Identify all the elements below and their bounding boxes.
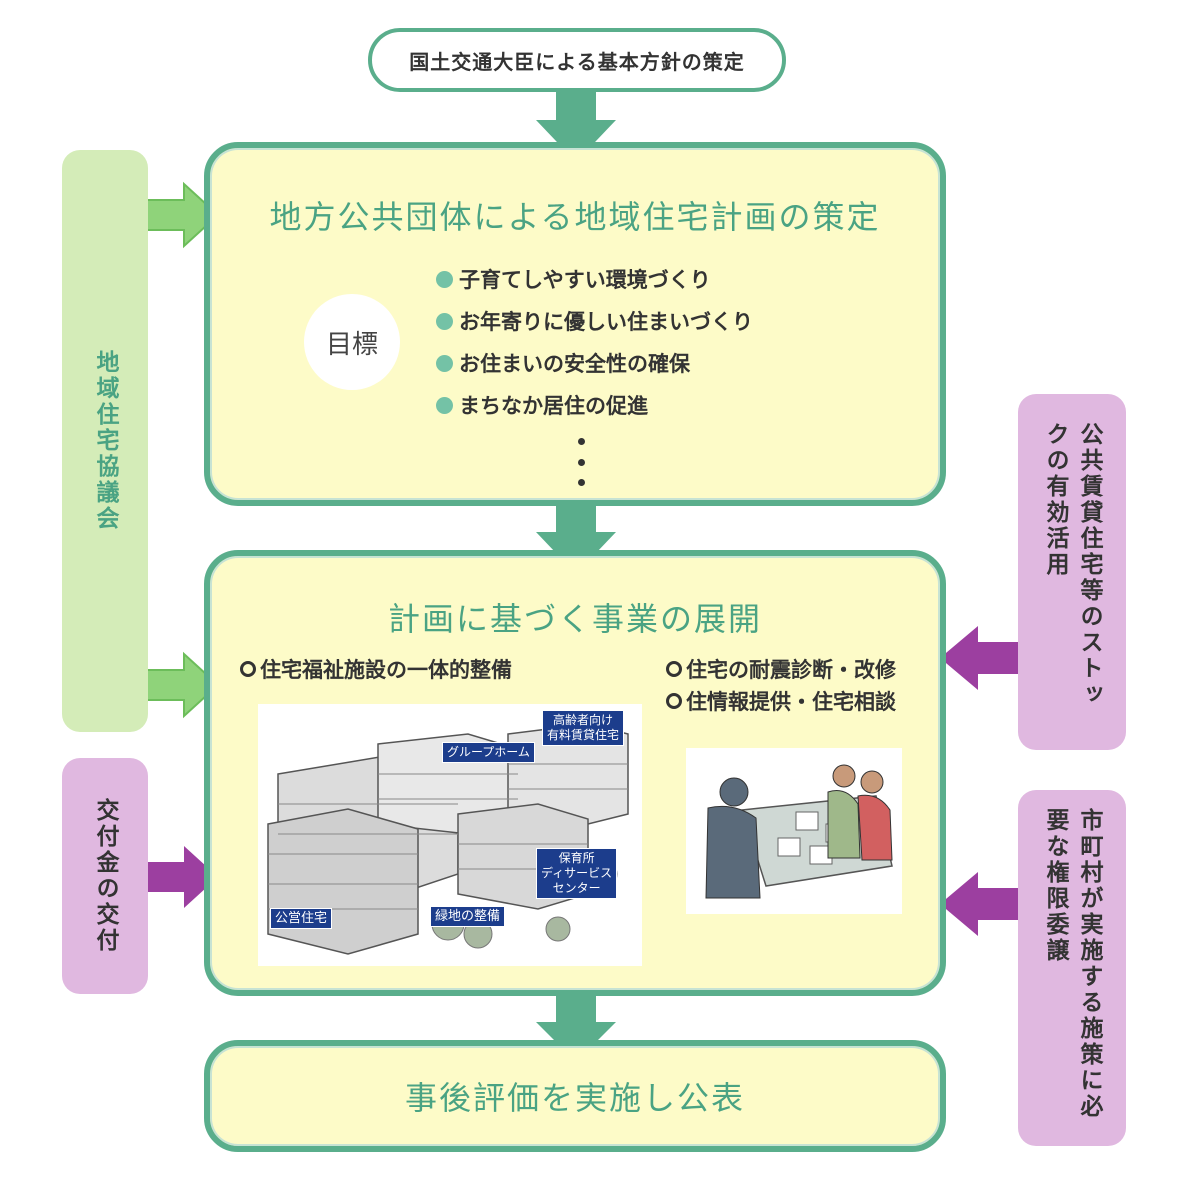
arrow-left-stock	[940, 626, 1018, 690]
delegation-label: 市町村が実施する施策に必要な権限委譲	[1042, 808, 1102, 1120]
bullet-dot-icon	[436, 396, 453, 414]
consultation-illustration	[686, 748, 902, 914]
circle-bullet-icon	[666, 693, 682, 709]
circle-bullet-icon	[666, 661, 682, 677]
arrow-down-top	[536, 92, 616, 162]
tag-green-space: 緑地の整備	[430, 906, 506, 927]
goal-label: 目標	[325, 329, 378, 360]
goal-item: まちなか居住の促進	[436, 384, 856, 426]
arrow-right-council-projects	[145, 651, 220, 719]
goal-item: 子育てしやすい環境づくり	[436, 258, 856, 300]
goal-list: 子育てしやすい環境づくり お年寄りに優しい住まいづくり お住まいの安全性の確保 …	[436, 258, 856, 426]
basic-policy-label: 国土交通大臣による基本方針の策定	[409, 49, 745, 74]
project-item-seismic: 住宅の耐震診断・改修	[666, 654, 896, 684]
circle-bullet-icon	[240, 661, 256, 677]
housing-complex-illustration: 高齢者向け 有料賃貸住宅 グループホーム 保育所 ディサービス センター 公営住…	[258, 704, 642, 966]
arrow-right-grant	[146, 846, 218, 908]
evaluation-title: 事後評価を実施し公表	[404, 1079, 745, 1117]
council-label: 地域住宅協議会	[92, 350, 118, 532]
delegation-side-box: 市町村が実施する施策に必要な権限委譲	[1018, 790, 1126, 1146]
grant-side-box: 交付金の交付	[62, 758, 148, 994]
consultation-image	[705, 764, 893, 899]
bullet-dot-icon	[436, 270, 453, 288]
bullet-dot-icon	[436, 354, 453, 372]
arrow-down-middle	[536, 506, 616, 574]
stock-side-box: 公共賃貸住宅等のストックの有効活用	[1018, 394, 1126, 750]
project-item-info: 住情報提供・住宅相談	[666, 686, 896, 716]
tag-group-home: グループホーム	[442, 742, 535, 763]
arrow-down-bottom	[536, 996, 616, 1062]
grant-label: 交付金の交付	[92, 798, 118, 954]
arrow-right-council-plan	[145, 181, 220, 249]
goal-item: お年寄りに優しい住まいづくり	[436, 300, 856, 342]
evaluation-box: 事後評価を実施し公表	[204, 1040, 946, 1152]
arrow-left-delegation	[940, 872, 1018, 936]
continuation-ellipsis-icon	[578, 438, 586, 486]
tag-public-housing: 公営住宅	[270, 908, 333, 929]
project-item-welfare: 住宅福祉施設の一体的整備	[240, 654, 512, 684]
basic-policy-pill: 国土交通大臣による基本方針の策定	[368, 28, 786, 92]
tag-nursery: 保育所 ディサービス センター	[536, 848, 618, 899]
projects-title: 計画に基づく事業の展開	[387, 600, 762, 638]
stock-label: 公共賃貸住宅等のストックの有効活用	[1042, 422, 1102, 708]
council-side-box: 地域住宅協議会	[62, 150, 148, 732]
goal-circle: 目標	[304, 294, 400, 390]
goal-item: お住まいの安全性の確保	[436, 342, 856, 384]
housing-plan-box: 地方公共団体による地域住宅計画の策定 目標 子育てしやすい環境づくり お年寄りに…	[204, 142, 946, 506]
tag-elderly-housing: 高齢者向け 有料賃貸住宅	[542, 710, 625, 746]
bullet-dot-icon	[436, 312, 453, 330]
housing-plan-title: 地方公共団体による地域住宅計画の策定	[269, 198, 881, 236]
